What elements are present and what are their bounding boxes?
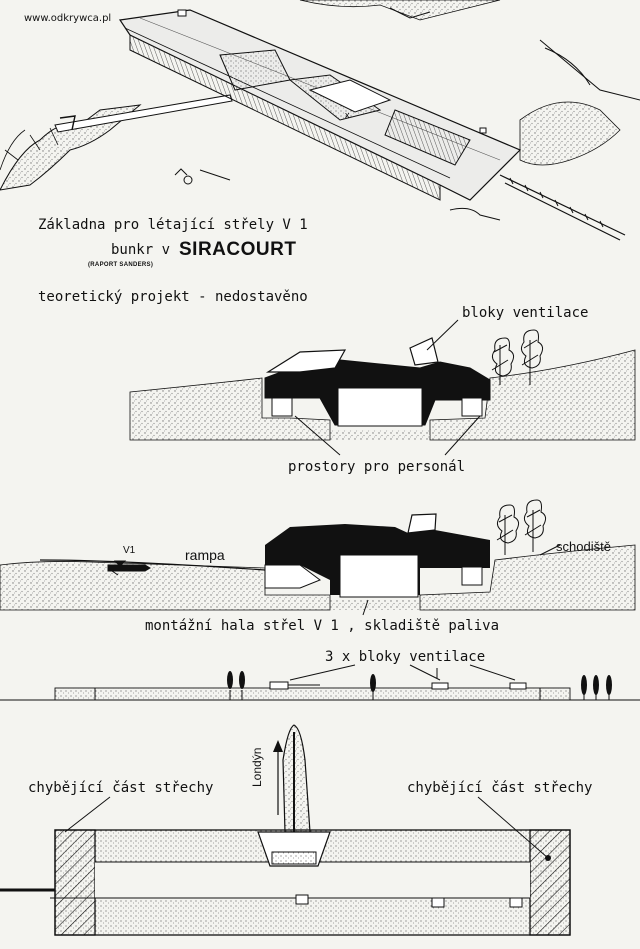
bunker-name: SIRACOURT <box>179 239 297 260</box>
side-elevation <box>0 664 640 701</box>
perspective-sketch: x <box>0 0 640 241</box>
longitudinal-section <box>0 499 636 616</box>
ventilation-count-label: 3 x bloky ventilace <box>325 649 486 665</box>
direction-label: Londýn <box>250 747 264 787</box>
missing-roof-left-label: chybějící část střechy <box>28 780 214 796</box>
cross-section-personnel <box>129 319 636 456</box>
ramp-label: rampa <box>185 547 225 563</box>
v1-label: V1 <box>123 545 136 556</box>
watermark: www.odkrywca.pl <box>24 13 112 24</box>
title-line1: Základna pro létající střely V 1 <box>38 217 308 233</box>
ventilation-label: bloky ventilace <box>462 305 589 321</box>
missing-roof-right-label: chybějící část střechy <box>407 780 593 796</box>
hall-label: montážní hala střel V 1 , skladiště pali… <box>145 618 500 634</box>
plan-view <box>0 724 571 936</box>
bunker-prefix: bunkr v <box>111 242 171 258</box>
stairs-label: schodiště <box>556 539 611 554</box>
subtitle: teoretický projekt - nedostavěno <box>38 289 308 305</box>
source-note: (RAPORT SANDERS) <box>88 262 154 268</box>
personnel-label: prostory pro personál <box>288 459 466 475</box>
svg-text:x: x <box>345 110 350 120</box>
